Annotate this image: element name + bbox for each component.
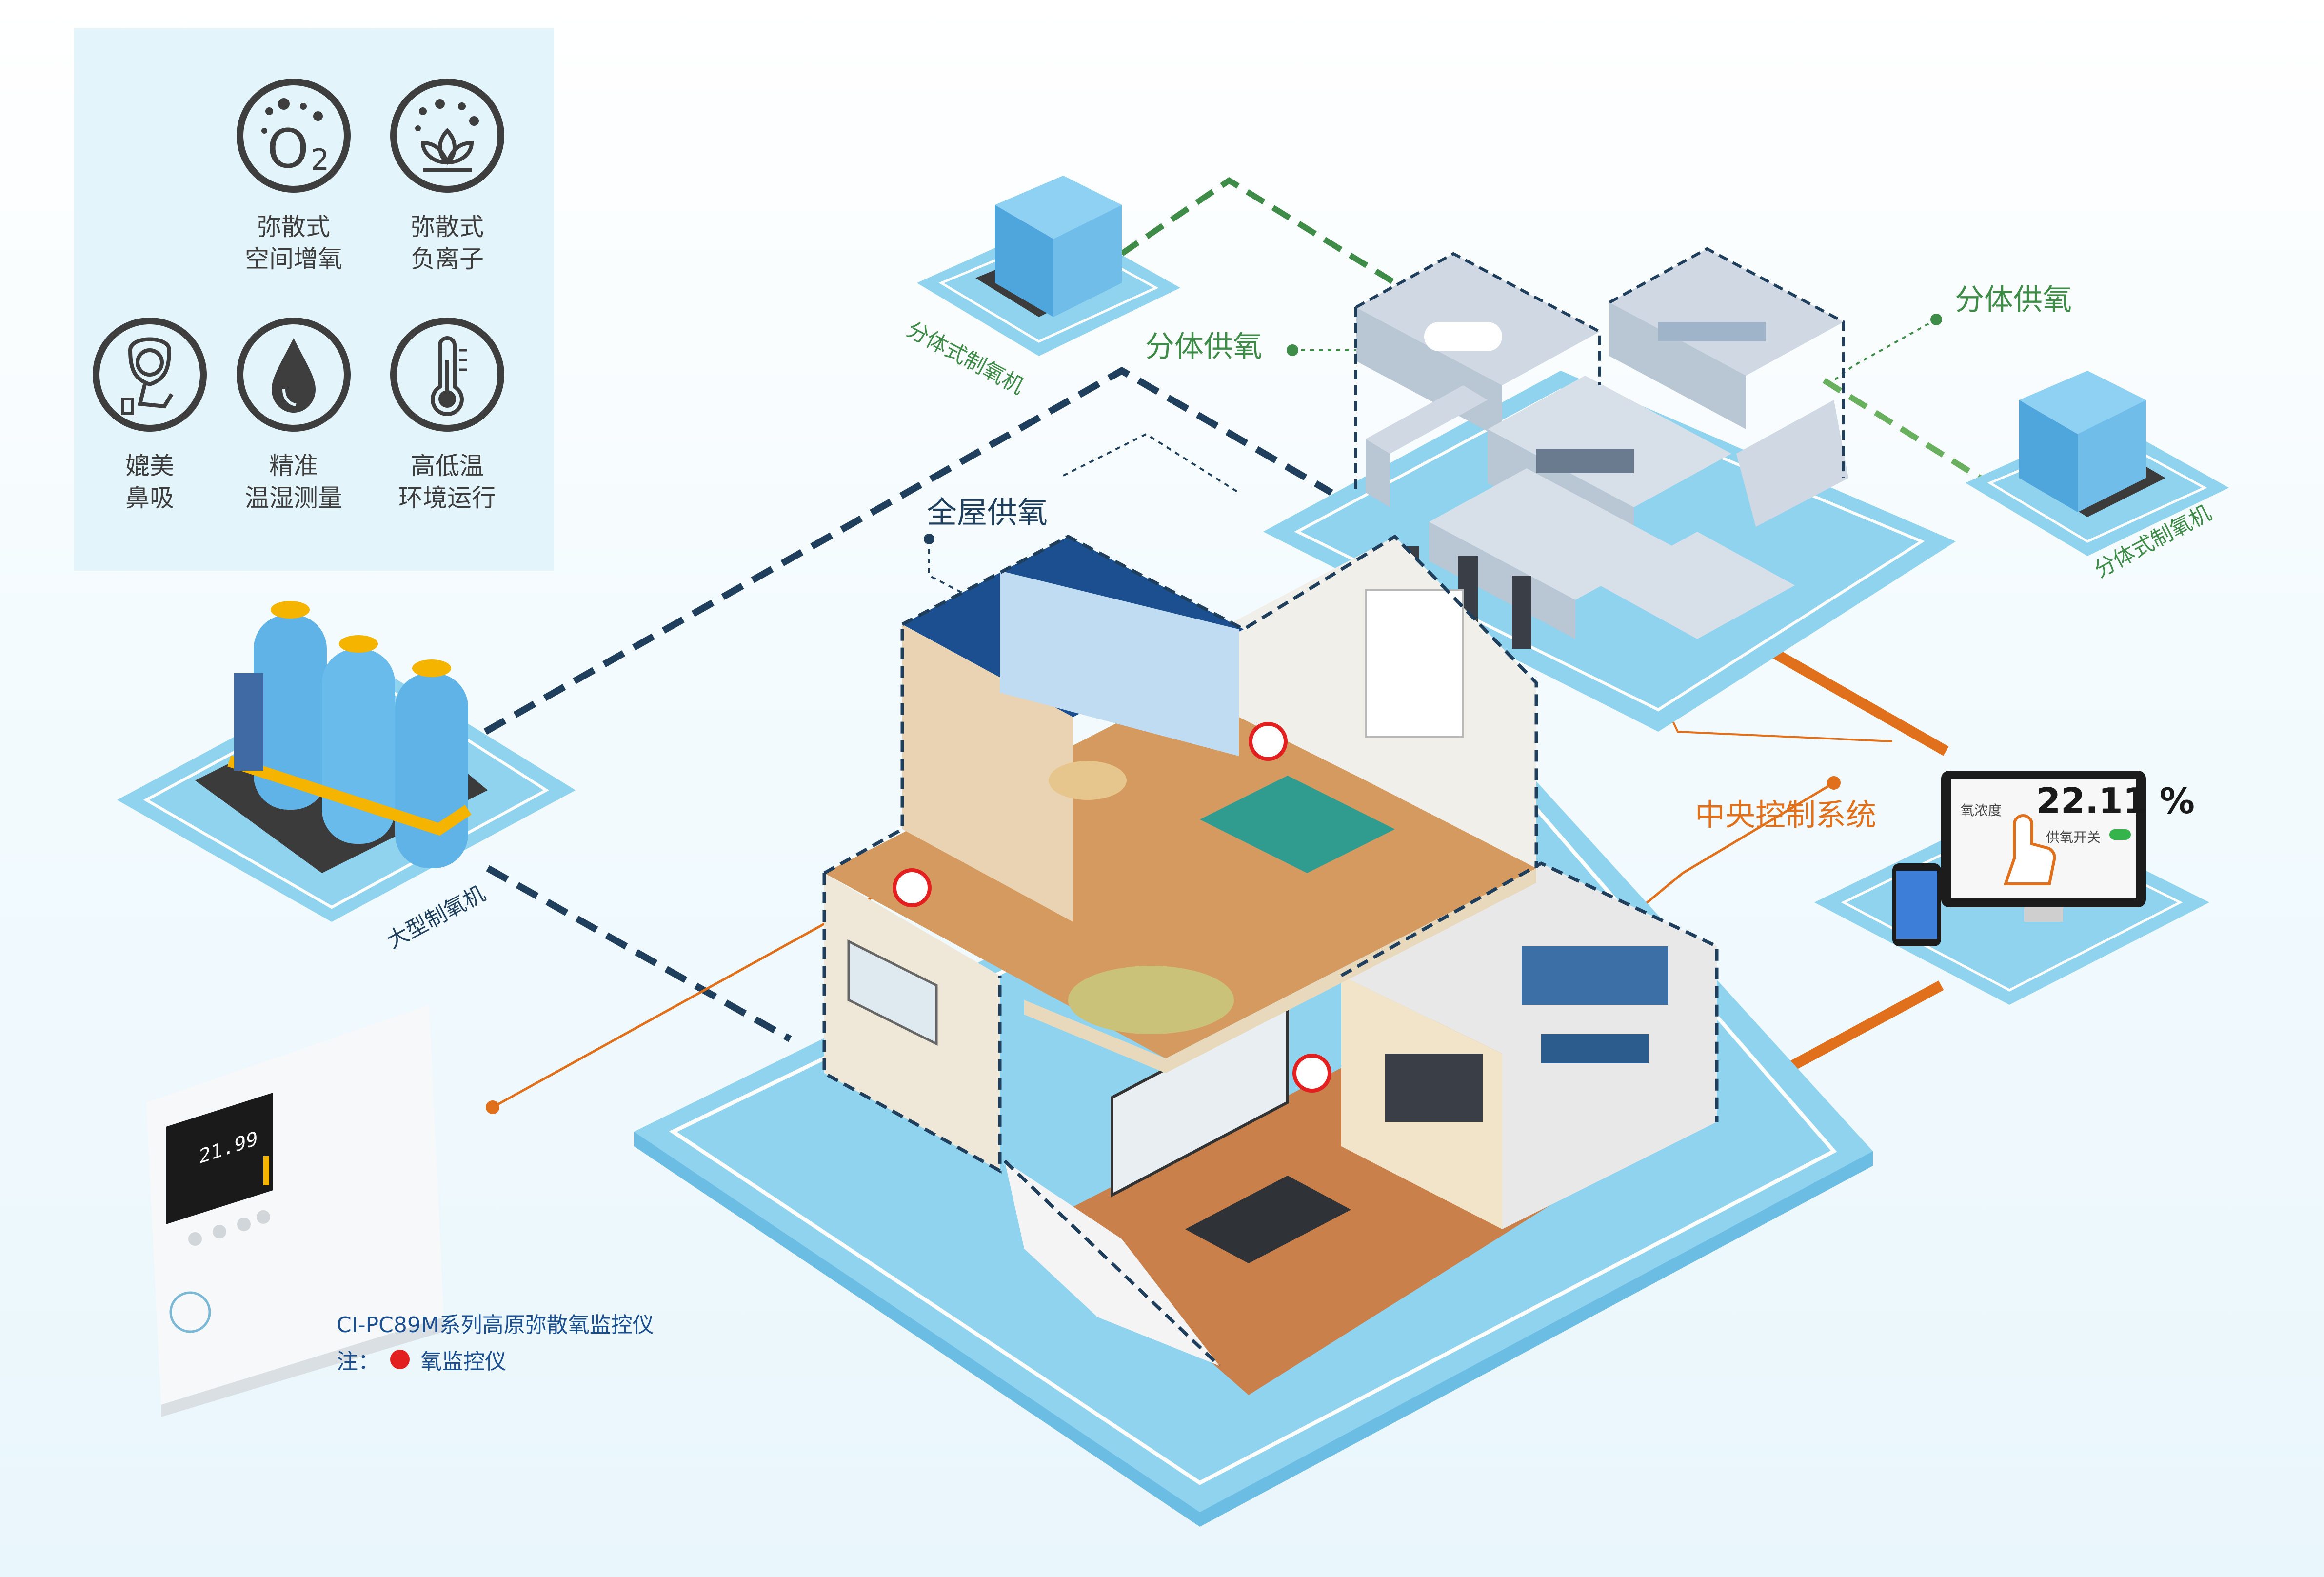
- navy-leader-dot: [924, 534, 934, 544]
- feature-label-temperature: 高低温 环境运行: [398, 452, 496, 512]
- green-dashed-line-top: [1120, 177, 1397, 286]
- feature-negative-ion: 弥散式 负离子: [367, 77, 528, 275]
- main-house: [634, 534, 1873, 1527]
- feature-label-humidity: 精准 温湿测量: [245, 452, 342, 512]
- feature-nose-breathing: 媲美 鼻吸: [69, 316, 230, 514]
- svg-text:2: 2: [311, 143, 329, 177]
- label-split-oxygen-left: 分体供氧: [1145, 330, 1262, 364]
- orange-dot-monitor: [486, 1100, 499, 1114]
- nose-breathing-icon: [93, 318, 207, 432]
- feature-label-nose-breathing: 媲美 鼻吸: [125, 452, 174, 512]
- screen-oxygen-label: 氧浓度: [1961, 802, 2002, 818]
- legend: 注： 氧监控仪: [337, 1344, 506, 1375]
- split-oxygen-machine-top: [917, 176, 1180, 356]
- green-leader-dot-left: [1287, 344, 1298, 356]
- svg-text:O: O: [267, 118, 309, 180]
- screen-toggle-label: 供氧开关: [2046, 829, 2101, 845]
- screen-oxygen-value: 22.11 %: [2036, 780, 2195, 821]
- orange-dot-control: [1827, 776, 1841, 790]
- product-caption: CI-PC89M系列高原弥散氧监控仪: [337, 1313, 654, 1337]
- navy-leader: [928, 539, 995, 611]
- navy-dashed-line-upper: [483, 366, 1333, 735]
- feature-label-negative-ion: 弥散式 负离子: [411, 213, 484, 273]
- green-dashed-line-right: [1822, 378, 1982, 481]
- green-leader-right: [1833, 319, 1937, 381]
- droplet-icon: [237, 318, 351, 432]
- feature-spatial-oxygen: O 2 弥散式 空间增氧: [213, 77, 374, 275]
- legend-red-dot: [390, 1350, 410, 1369]
- green-leader-dot-right: [1930, 314, 1942, 325]
- legend-prefix: 注：: [337, 1349, 379, 1374]
- feature-label-spatial-oxygen: 弥散式 空间增氧: [245, 213, 342, 273]
- o2-icon: O 2: [237, 79, 351, 193]
- thermometer-icon: [390, 318, 504, 432]
- label-central-control: 中央控制系统: [1695, 797, 1877, 833]
- oxygen-monitor-device: [146, 1005, 444, 1417]
- feature-panel: O 2 弥散式 空间增氧 弥散式 负离子 媲美 鼻吸: [74, 28, 554, 571]
- central-control-system: [1814, 771, 2209, 1005]
- navy-leader-top: [1063, 433, 1240, 494]
- feature-humidity: 精准 温湿测量: [213, 316, 374, 514]
- label-whole-house: 全屋供氧: [927, 495, 1048, 530]
- feature-temperature: 高低温 环境运行: [367, 316, 528, 514]
- large-oxygen-machine: [117, 601, 576, 922]
- orange-line-offices: [1772, 649, 1949, 756]
- split-oxygen-machine-right: [1966, 371, 2229, 556]
- navy-dashed-line-lower: [486, 865, 792, 1042]
- label-split-oxygen-right: 分体供氧: [1955, 283, 2072, 317]
- office-building: [1263, 247, 1956, 732]
- legend-label: 氧监控仪: [420, 1349, 506, 1374]
- negative-ion-icon: [390, 79, 504, 193]
